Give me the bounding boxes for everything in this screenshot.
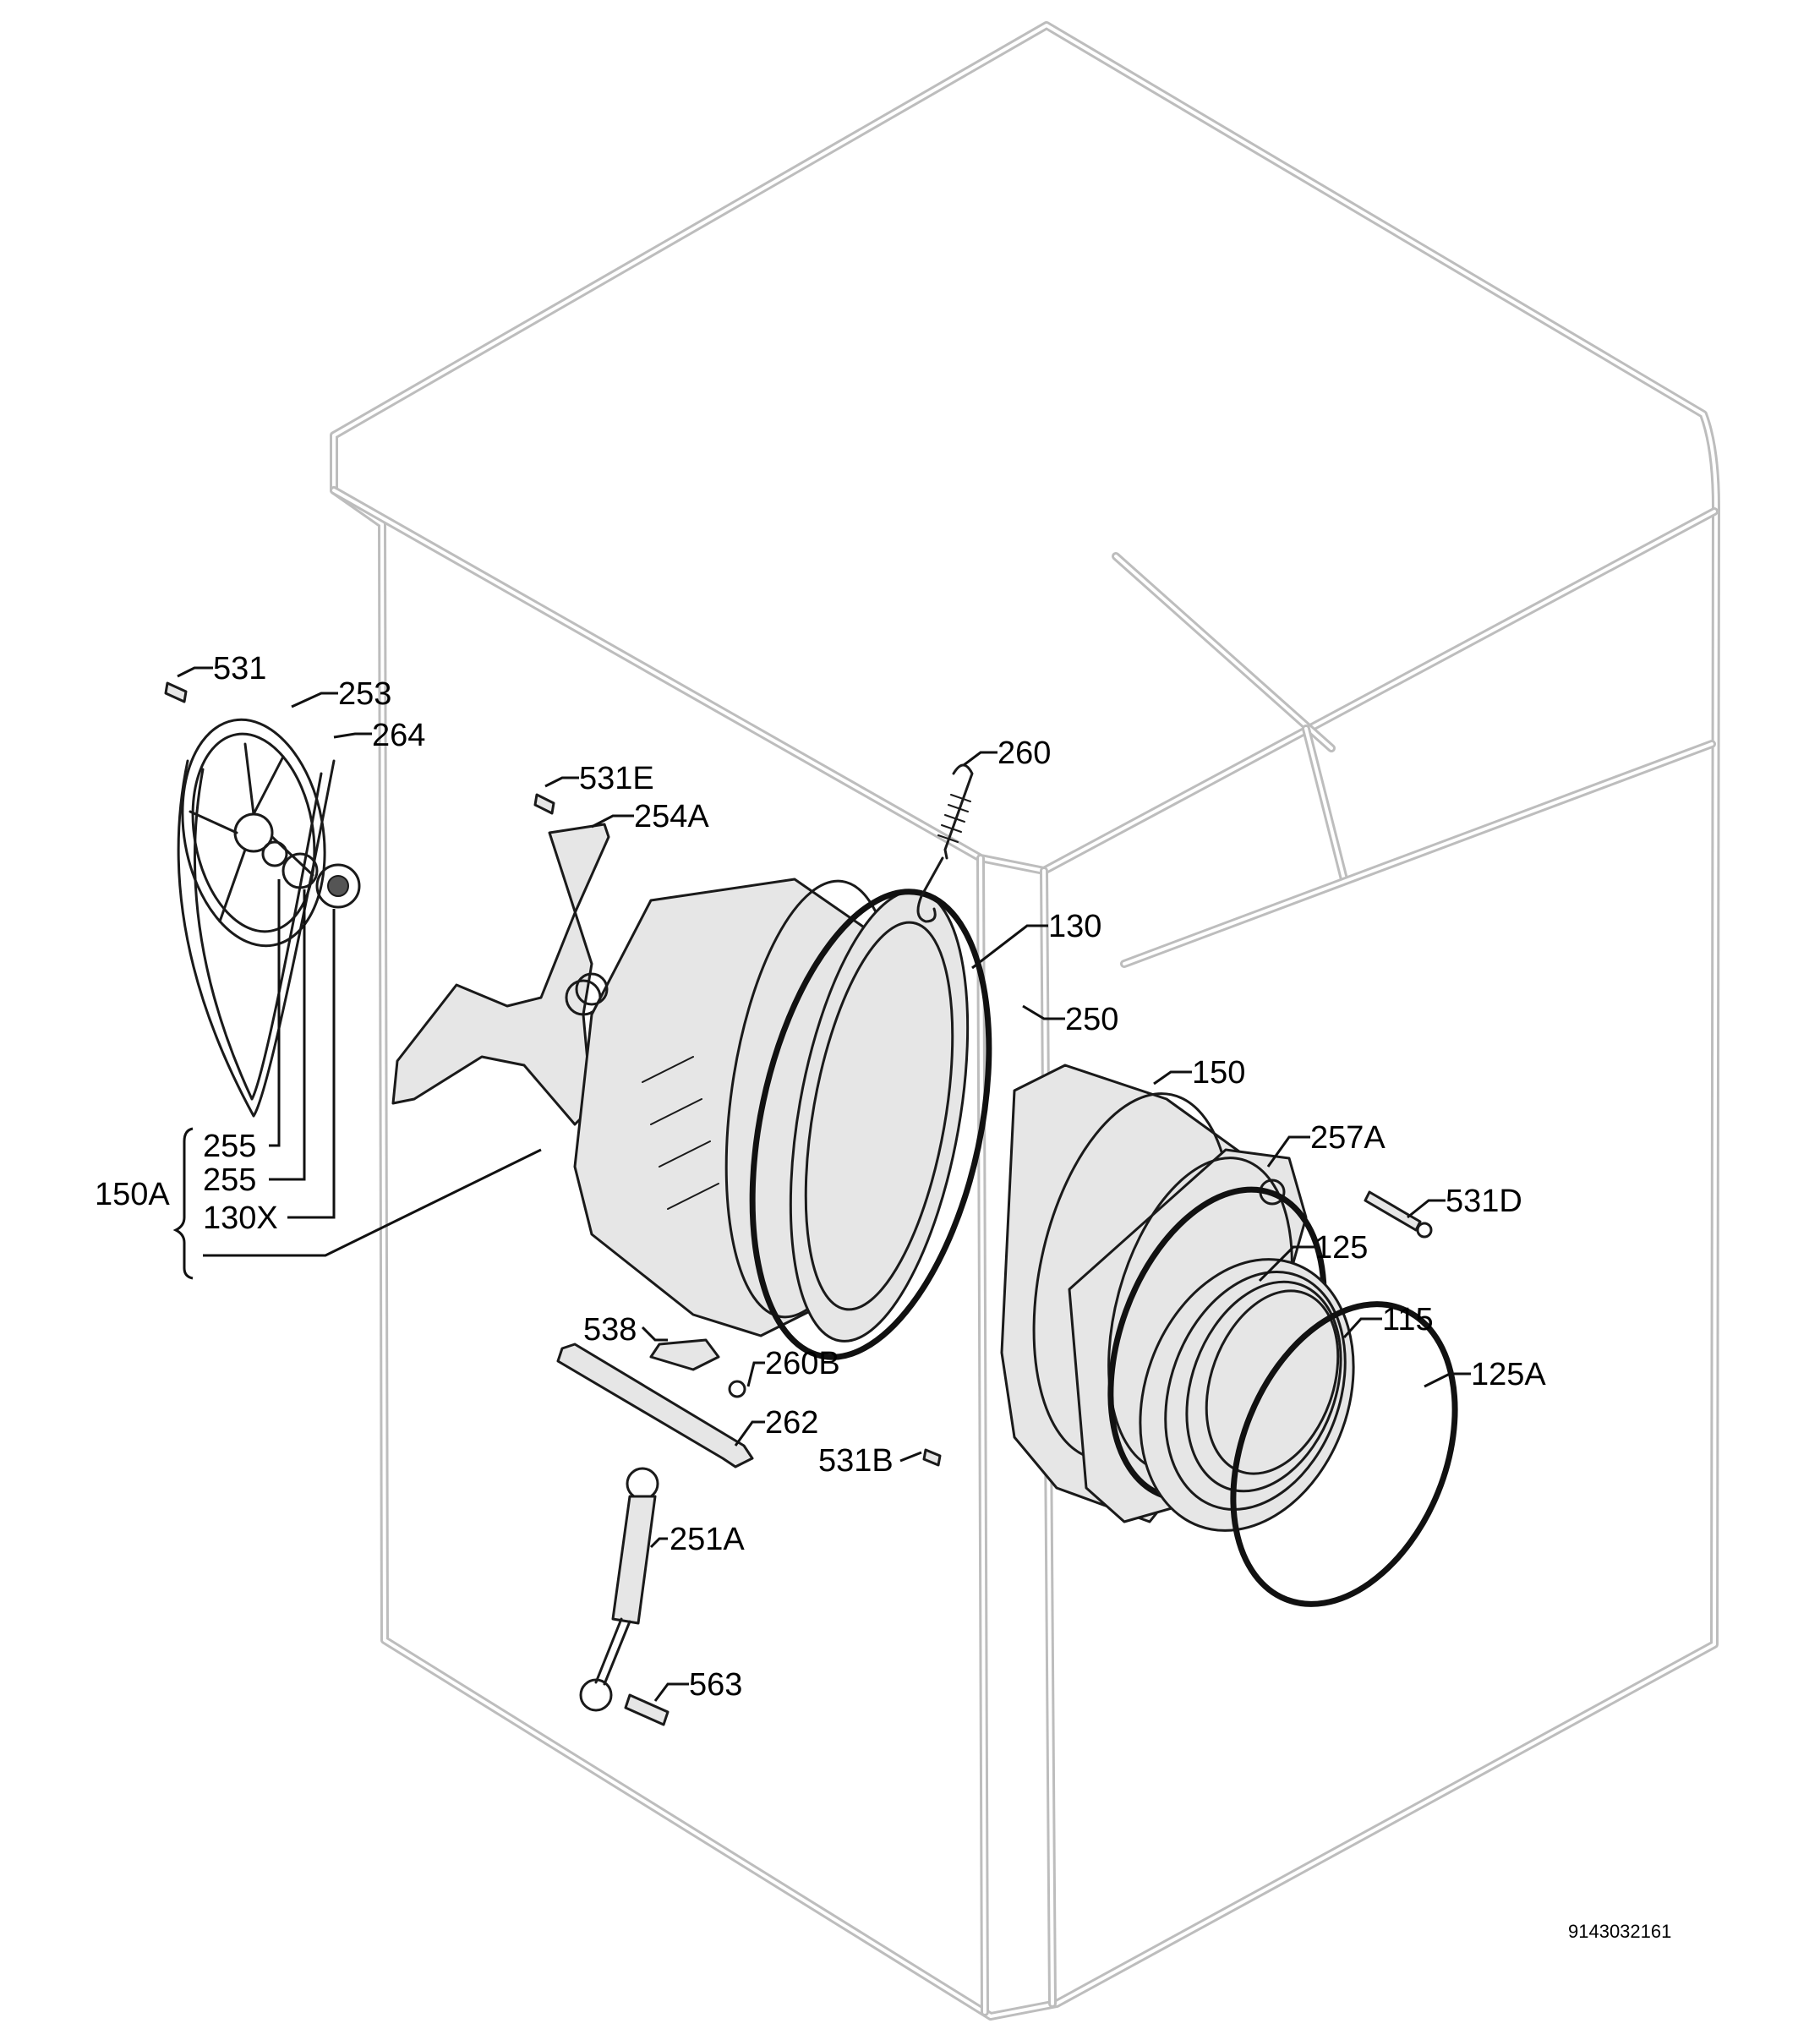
screw-531B bbox=[922, 1448, 942, 1467]
spring-260 bbox=[916, 763, 974, 923]
drum-spider bbox=[391, 823, 610, 1126]
label-253: 253 bbox=[338, 676, 391, 712]
label-130X: 130X bbox=[203, 1200, 278, 1236]
screw-531E bbox=[533, 793, 555, 815]
bracket-262 bbox=[556, 1343, 754, 1468]
label-255-second: 255 bbox=[203, 1162, 256, 1198]
label-255-first: 255 bbox=[203, 1129, 256, 1164]
label-115: 115 bbox=[1382, 1302, 1434, 1337]
cabinet-outline bbox=[330, 21, 1720, 2021]
label-260: 260 bbox=[997, 736, 1051, 771]
plate-538 bbox=[649, 1338, 720, 1371]
pin-563 bbox=[624, 1693, 670, 1726]
label-262: 262 bbox=[765, 1405, 818, 1441]
shock-absorber-251A bbox=[579, 1467, 659, 1712]
label-531: 531 bbox=[213, 651, 266, 686]
label-264: 264 bbox=[372, 718, 425, 753]
label-563: 563 bbox=[689, 1667, 742, 1703]
label-130: 130 bbox=[1048, 909, 1101, 944]
label-150A: 150A bbox=[95, 1177, 170, 1212]
leader-lines bbox=[177, 666, 1471, 1702]
label-260B: 260B bbox=[765, 1346, 840, 1381]
group-bracket-150A bbox=[172, 1127, 194, 1280]
label-250: 250 bbox=[1065, 1002, 1118, 1037]
part-labels: 531 253 264 531E 254A 260 130 250 150 25… bbox=[95, 651, 1671, 1942]
door-boot-115 bbox=[1139, 1258, 1355, 1532]
screw-531 bbox=[164, 681, 188, 703]
label-254A: 254A bbox=[634, 799, 709, 834]
label-531B: 531B bbox=[818, 1443, 894, 1479]
clamp-ring-125A bbox=[1230, 1301, 1458, 1607]
pulley-assembly bbox=[177, 718, 361, 1118]
ring-seal-130 bbox=[749, 889, 992, 1360]
label-538: 538 bbox=[583, 1312, 637, 1348]
label-125: 125 bbox=[1314, 1230, 1368, 1266]
label-125A: 125A bbox=[1471, 1357, 1546, 1392]
label-257A: 257A bbox=[1310, 1120, 1385, 1156]
drawing-number: 9143032161 bbox=[1568, 1921, 1671, 1942]
bolt-531D bbox=[1364, 1190, 1433, 1239]
label-531D: 531D bbox=[1446, 1184, 1522, 1219]
label-150: 150 bbox=[1192, 1055, 1245, 1091]
label-531E: 531E bbox=[579, 761, 654, 796]
label-251A: 251A bbox=[670, 1522, 745, 1557]
drum-tub bbox=[573, 878, 970, 1343]
clip-260B bbox=[728, 1380, 746, 1398]
